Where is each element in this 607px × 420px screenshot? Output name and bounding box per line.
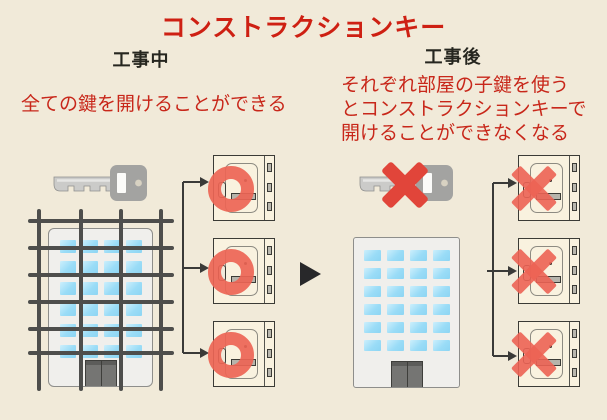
hinge-icon: [572, 246, 577, 255]
window-icon: [387, 322, 404, 333]
master-key-disabled-icon: [352, 162, 456, 204]
hinge-icon: [572, 183, 577, 192]
window-icon: [60, 303, 76, 316]
room-door-icon: [208, 321, 275, 387]
window-icon: [433, 304, 450, 315]
window-icon: [410, 286, 427, 297]
cannot-open-cross-icon: [508, 335, 560, 375]
caption-left: 全ての鍵を開けることができる: [21, 94, 287, 115]
room-door-icon: [208, 155, 275, 221]
cannot-open-cross-icon: [508, 169, 560, 209]
window-icon: [364, 268, 381, 279]
window-icon: [433, 268, 450, 279]
window-icon: [104, 303, 120, 316]
window-icon: [60, 282, 76, 295]
can-open-circle-icon: [208, 166, 254, 212]
hinge-icon: [572, 163, 577, 172]
can-open-circle-icon: [208, 332, 254, 378]
master-key-icon: [46, 162, 150, 204]
hinge-icon: [572, 202, 577, 211]
window-icon: [433, 286, 450, 297]
building-windows: [364, 250, 450, 351]
hinge-icon: [267, 163, 272, 172]
window-icon: [387, 340, 404, 351]
caption-right: それぞれ部屋の子鍵を使う とコンストラクションキーで 開けることができなくなる: [341, 74, 586, 146]
room-door-icon: [518, 321, 580, 387]
hinge-icon: [267, 368, 272, 377]
scaffold-beam-icon: [28, 273, 174, 277]
hinge-icon: [572, 329, 577, 338]
caption-right-line2: とコンストラクションキーで: [341, 99, 587, 120]
window-icon: [126, 261, 142, 274]
building-under-construction-icon: [48, 228, 153, 387]
room-door-icon: [518, 155, 580, 221]
window-icon: [104, 261, 120, 274]
hinge-icon: [267, 266, 272, 275]
page-title: コンストラクションキー: [160, 14, 447, 42]
window-icon: [433, 340, 450, 351]
window-icon: [364, 322, 381, 333]
window-icon: [60, 261, 76, 274]
room-door-icon: [208, 238, 275, 304]
window-icon: [126, 282, 142, 295]
transition-arrow-icon: [300, 262, 321, 286]
room-door-icon: [518, 238, 580, 304]
window-icon: [410, 340, 427, 351]
window-icon: [387, 286, 404, 297]
window-icon: [387, 268, 404, 279]
hinge-icon: [267, 285, 272, 294]
cannot-open-cross-icon: [508, 252, 560, 292]
window-icon: [387, 304, 404, 315]
red-cross-icon: [378, 178, 432, 192]
window-icon: [82, 282, 98, 295]
caption-right-line3: 開けることができなくなる: [341, 123, 570, 144]
window-icon: [410, 250, 427, 261]
hinge-icon: [572, 266, 577, 275]
window-icon: [364, 286, 381, 297]
connector-arrows-left: [182, 177, 209, 358]
hinge-icon: [267, 183, 272, 192]
heading-after-construction: 工事後: [424, 47, 482, 67]
heading-during-construction: 工事中: [112, 50, 170, 70]
window-icon: [387, 250, 404, 261]
can-open-circle-icon: [208, 249, 254, 295]
window-icon: [364, 250, 381, 261]
window-icon: [433, 250, 450, 261]
window-icon: [410, 304, 427, 315]
building-entrance-icon: [390, 361, 423, 387]
window-icon: [410, 322, 427, 333]
scaffold-beam-icon: [28, 351, 174, 355]
caption-right-line1: それぞれ部屋の子鍵を使う: [341, 75, 570, 96]
hinge-icon: [267, 329, 272, 338]
building-entrance-icon: [84, 360, 117, 386]
window-icon: [82, 303, 98, 316]
hinge-icon: [572, 368, 577, 377]
window-icon: [410, 268, 427, 279]
scaffold-beam-icon: [28, 219, 174, 223]
building-windows: [60, 240, 142, 358]
window-icon: [364, 340, 381, 351]
window-icon: [104, 282, 120, 295]
window-icon: [82, 261, 98, 274]
hinge-icon: [267, 246, 272, 255]
key-glyph: [53, 165, 147, 201]
scaffold-beam-icon: [28, 300, 174, 304]
completed-building-icon: [353, 237, 460, 388]
scaffold-beam-icon: [28, 246, 174, 250]
window-icon: [364, 304, 381, 315]
scaffold-beam-icon: [28, 327, 174, 331]
hinge-icon: [267, 349, 272, 358]
hinge-icon: [572, 349, 577, 358]
hinge-icon: [267, 202, 272, 211]
hinge-icon: [572, 285, 577, 294]
window-icon: [433, 322, 450, 333]
window-icon: [126, 303, 142, 316]
